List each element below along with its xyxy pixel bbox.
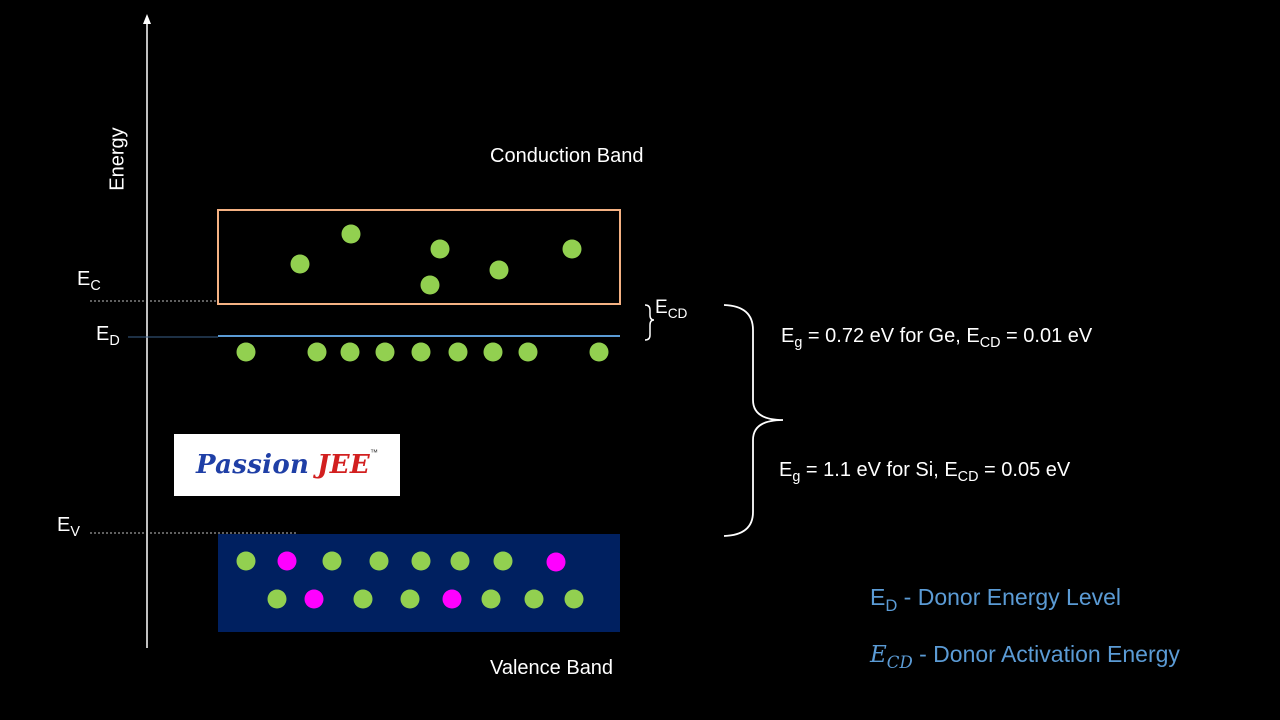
- valence-electron: [450, 551, 470, 571]
- valence-hole: [546, 552, 566, 572]
- ev-label-main: E: [57, 514, 71, 536]
- legend-ecd-main: E: [870, 642, 887, 668]
- conduction-band-box: [217, 209, 621, 305]
- ecd-label: ECD: [655, 297, 688, 321]
- conduction-band-title: Conduction Band: [490, 145, 644, 167]
- ge-ecd-main: E: [966, 325, 980, 347]
- valence-electron: [411, 551, 431, 571]
- charge-carriers: [236, 224, 609, 609]
- ev-label: EV: [57, 514, 80, 541]
- valence-electron: [353, 589, 373, 609]
- donor-electron: [340, 342, 360, 362]
- valence-band-box: [218, 534, 620, 632]
- valence-band-title: Valence Band: [490, 657, 614, 679]
- donor-electron: [375, 342, 395, 362]
- valence-hole: [304, 589, 324, 609]
- legend-ed-text: - Donor Energy Level: [897, 584, 1122, 610]
- valence-hole: [442, 589, 462, 609]
- logo-passion: Passion: [195, 450, 310, 480]
- energy-axis-label: Energy: [106, 127, 129, 191]
- conduction-electron: [341, 224, 361, 244]
- donor-electron: [236, 342, 256, 362]
- ed-label-sub: D: [109, 333, 120, 350]
- ecd-label-main: E: [655, 297, 668, 318]
- valence-electron: [524, 589, 544, 609]
- donor-electron: [589, 342, 609, 362]
- logo-jee: JEE: [317, 450, 371, 480]
- donor-electron: [518, 342, 538, 362]
- ev-label-sub: V: [70, 524, 80, 541]
- si-eg-value: = 1.1 eV for Si,: [800, 459, 945, 481]
- valence-electron: [400, 589, 420, 609]
- legend-ed-sub: D: [885, 595, 898, 615]
- valence-electron: [236, 551, 256, 571]
- eg-large-brace: [723, 304, 784, 537]
- energy-axis-arrowhead: [143, 14, 151, 24]
- conduction-electron: [290, 254, 310, 274]
- conduction-electron: [420, 275, 440, 295]
- valence-electron: [267, 589, 287, 609]
- conduction-electron: [489, 260, 509, 280]
- ge-eg-sub: g: [794, 335, 803, 352]
- valence-electron: [369, 551, 389, 571]
- donor-electron: [411, 342, 431, 362]
- legend-ecd-sub: CD: [886, 652, 913, 672]
- si-ecd-sub: CD: [957, 469, 979, 486]
- ed-label-main: E: [96, 323, 110, 345]
- conduction-electron: [562, 239, 582, 259]
- si-ecd-value: = 0.05 eV: [978, 459, 1071, 481]
- legend-ed-main: E: [870, 584, 886, 610]
- legend-ecd: ECD - Donor Activation Energy: [870, 641, 1180, 671]
- ge-gap-text: Eg = 0.72 eV for Ge, ECD = 0.01 eV: [781, 325, 1093, 352]
- ge-ecd-sub: CD: [979, 335, 1001, 352]
- ge-eg-value: = 0.72 eV for Ge,: [802, 325, 967, 347]
- passion-jee-logo: Passion JEE ™: [174, 434, 400, 496]
- si-gap-text: Eg = 1.1 eV for Si, ECD = 0.05 eV: [779, 459, 1071, 486]
- valence-electron: [493, 551, 513, 571]
- si-eg-sub: g: [792, 469, 801, 486]
- donor-electron: [483, 342, 503, 362]
- logo-trademark: ™: [370, 448, 379, 457]
- valence-hole: [277, 551, 297, 571]
- ecd-small-brace: [644, 304, 655, 341]
- si-ecd-main: E: [944, 459, 958, 481]
- si-eg-main: E: [779, 459, 793, 481]
- valence-electron: [322, 551, 342, 571]
- valence-electron: [481, 589, 501, 609]
- ecd-label-sub: CD: [667, 305, 688, 321]
- donor-electron: [307, 342, 327, 362]
- ec-label: EC: [77, 268, 101, 295]
- ec-label-main: E: [77, 268, 91, 290]
- legend-ed: ED - Donor Energy Level: [870, 584, 1122, 614]
- ge-eg-main: E: [781, 325, 795, 347]
- ed-label: ED: [96, 323, 120, 350]
- ec-label-sub: C: [90, 278, 101, 295]
- conduction-electron: [430, 239, 450, 259]
- legend-ecd-text: - Donor Activation Energy: [912, 641, 1180, 667]
- ge-ecd-value: = 0.01 eV: [1000, 325, 1093, 347]
- valence-electron: [564, 589, 584, 609]
- donor-electron: [448, 342, 468, 362]
